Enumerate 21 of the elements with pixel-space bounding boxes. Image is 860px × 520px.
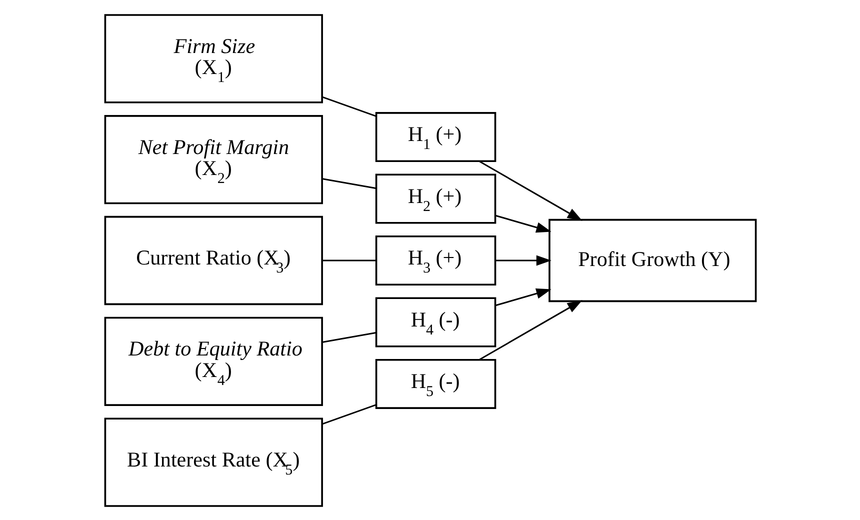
connector [322, 259, 376, 261]
node-box: H$_{4}$ (-) [374, 296, 496, 347]
node-box: Current Ratio (X$_{3}$) [104, 215, 322, 305]
arrow [478, 300, 582, 360]
connector [321, 96, 376, 116]
arrow [495, 254, 551, 266]
arrow [495, 288, 551, 306]
arrow [495, 214, 551, 232]
connector [322, 177, 376, 189]
node-box: H$_{2}$ (+) [374, 173, 496, 224]
node-box: H$_{3}$ (+) [374, 235, 496, 285]
node-box: H$_{1}$ (+) [374, 112, 496, 162]
connector [321, 404, 376, 424]
connector [322, 331, 376, 343]
node-box: BI Interest Rate (X$_{5}$) [104, 417, 322, 506]
arrow [478, 160, 582, 220]
node-box: H$_{5}$ (-) [374, 358, 496, 408]
node-box: Profit Growth (Y) [548, 218, 756, 302]
node-box: Firm Size (X$_{1}$) [104, 14, 322, 103]
node-box: Net Profit Margin (X$_{2}$) [104, 114, 322, 204]
node-box: Debt to Equity Ratio (X$_{4}$) [104, 316, 322, 406]
